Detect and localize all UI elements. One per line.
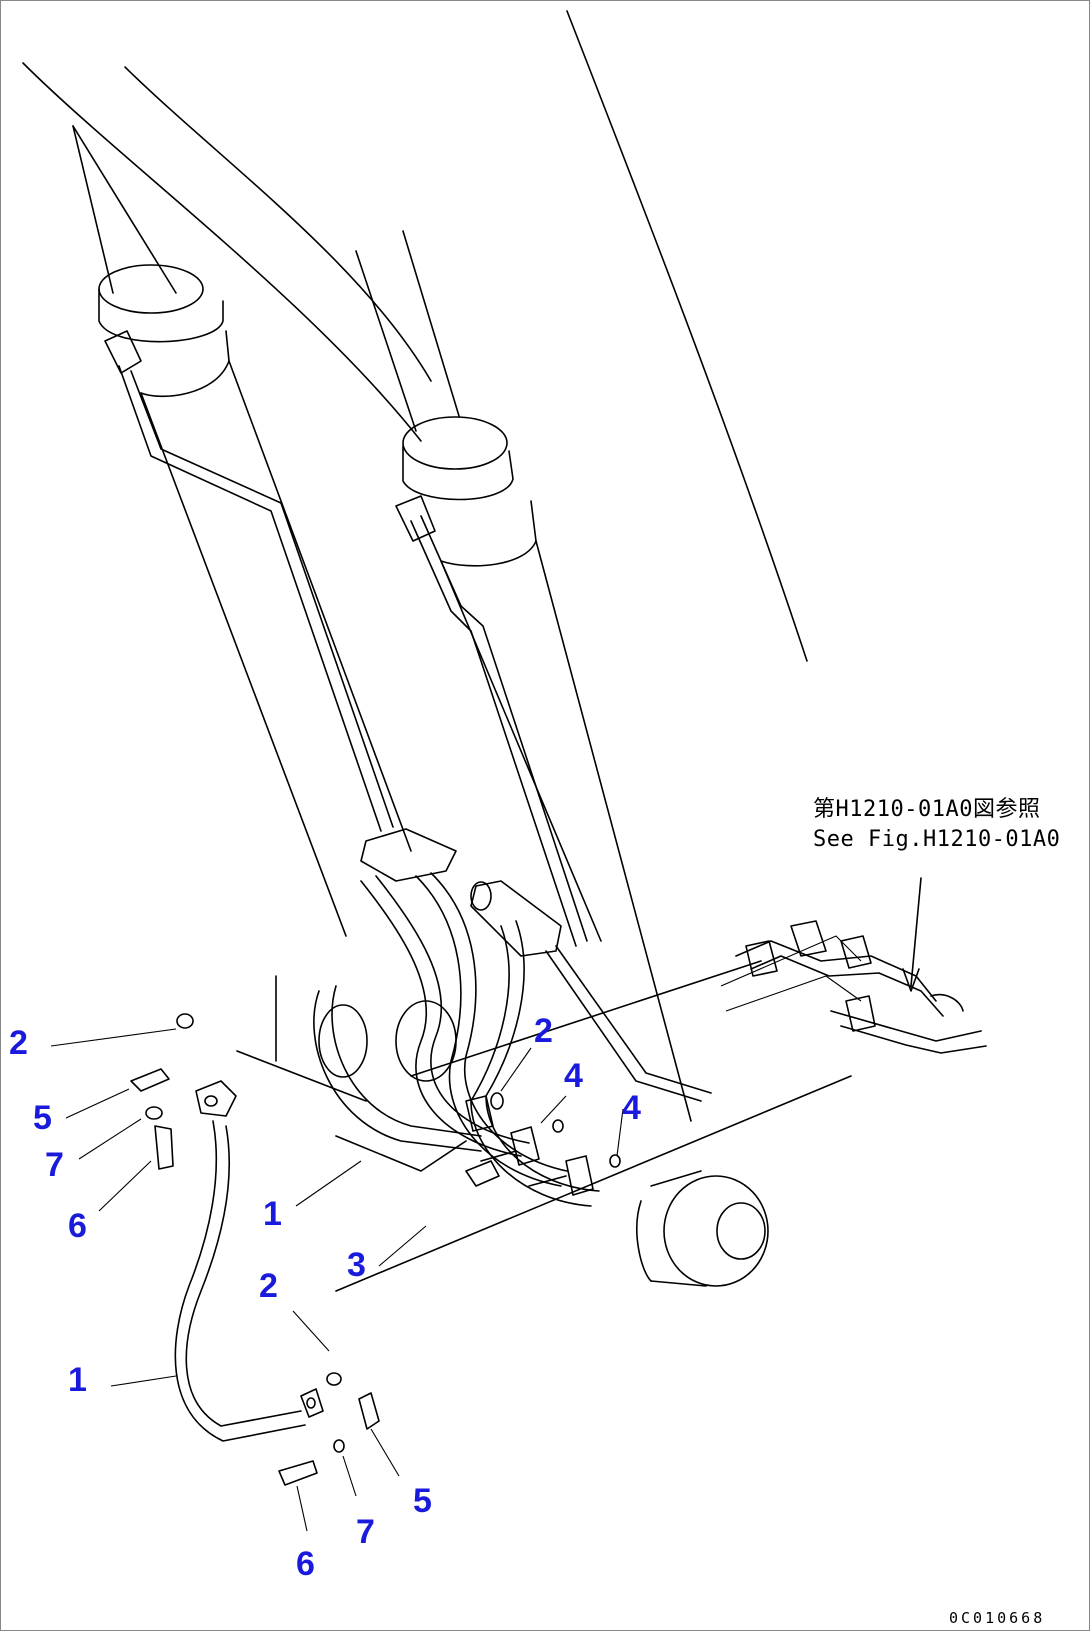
- callout-2: 2: [534, 1012, 553, 1050]
- right-cylinder: [355, 230, 692, 1122]
- boom-foot-frame: [236, 935, 862, 1292]
- drawing-number: 0C010668: [949, 1609, 1046, 1627]
- hose-end-flanges: [465, 1095, 594, 1196]
- reference-text-english: See Fig.H1210-01A0: [813, 827, 1061, 852]
- callout-7: 7: [45, 1146, 64, 1184]
- callout-1: 1: [263, 1195, 282, 1233]
- reference-text-japanese: 第H1210-01A0図参照: [813, 797, 1041, 822]
- callout-6: 6: [296, 1545, 315, 1583]
- callout-7: 7: [356, 1513, 375, 1551]
- detached-hose: [174, 1080, 324, 1442]
- cylinder-tubes: [118, 365, 712, 1102]
- boom-outline: [22, 10, 808, 662]
- leader-lines: [50, 1028, 624, 1532]
- loose-parts: [130, 1013, 621, 1486]
- left-cylinder: [72, 125, 412, 937]
- callout-2: 2: [259, 1267, 278, 1305]
- right-tube-branch: [735, 920, 987, 1054]
- callout-2: 2: [9, 1024, 28, 1062]
- callout-4: 4: [622, 1089, 641, 1127]
- callout-4: 4: [564, 1057, 583, 1095]
- callout-1: 1: [68, 1361, 87, 1399]
- boom-foot-pin: [636, 1170, 769, 1287]
- callout-5: 5: [33, 1099, 52, 1137]
- callout-5: 5: [413, 1482, 432, 1520]
- callout-3: 3: [347, 1246, 366, 1284]
- reference-arrow: [902, 877, 922, 992]
- callout-6: 6: [68, 1207, 87, 1245]
